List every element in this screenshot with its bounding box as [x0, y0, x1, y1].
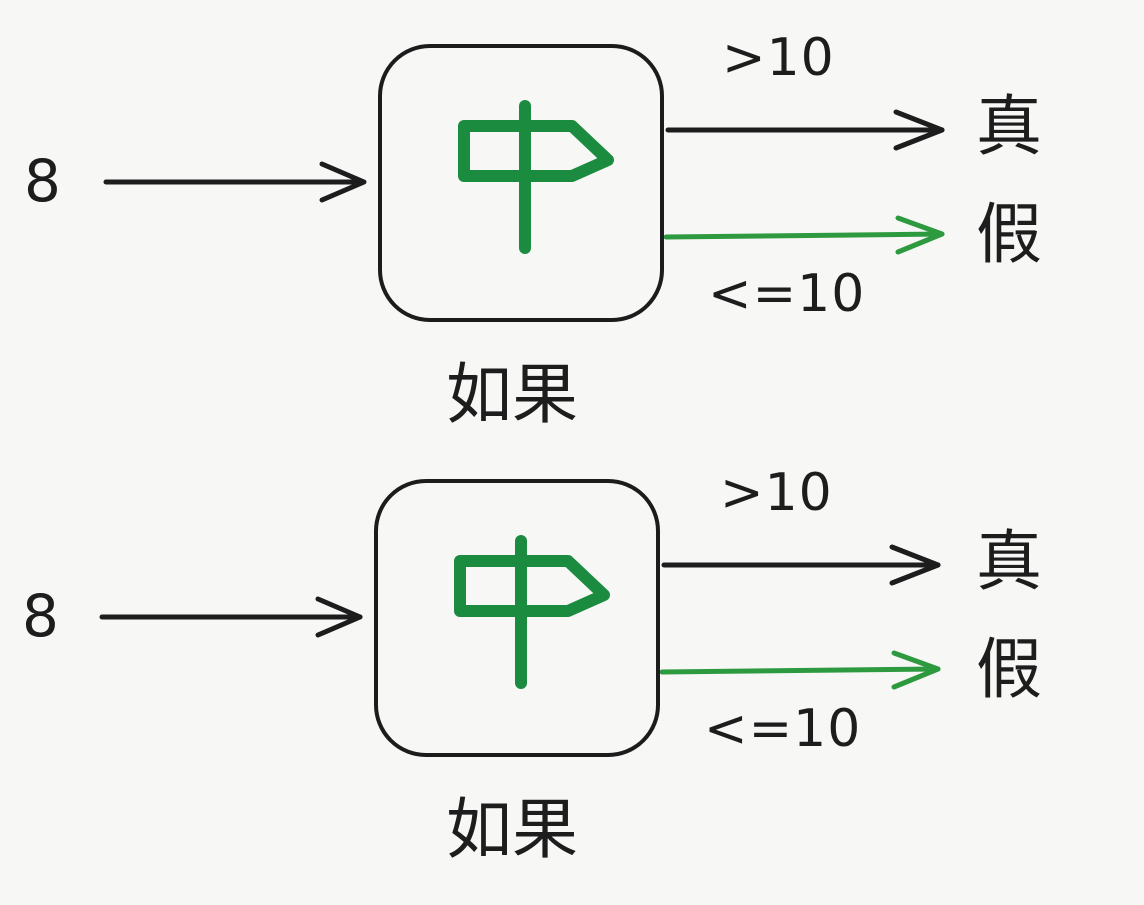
node-label: 如果	[446, 791, 578, 868]
false-branch-arrow	[663, 215, 945, 255]
input-value: 8	[22, 582, 59, 650]
true-output-label: 真	[976, 523, 1042, 600]
signpost-icon	[458, 100, 614, 254]
if-node[interactable]	[374, 479, 660, 757]
connectors	[103, 109, 945, 255]
true-condition-label: >10	[722, 28, 835, 88]
signpost-icon	[454, 535, 610, 689]
input-arrow	[99, 596, 363, 638]
decision-panel-2: 8 >10 <=10 真 假 如果	[0, 435, 1144, 885]
connectors	[99, 544, 941, 690]
decision-panel-1: 8 >10 <=10 真 假 如果	[0, 0, 1144, 450]
input-arrow	[103, 161, 367, 203]
if-node[interactable]	[378, 44, 664, 322]
node-label: 如果	[446, 356, 578, 433]
false-condition-label: <=10	[704, 699, 862, 759]
true-condition-label: >10	[720, 463, 833, 523]
true-branch-arrow	[665, 109, 945, 151]
false-condition-label: <=10	[708, 264, 866, 324]
false-output-label: 假	[976, 631, 1042, 708]
true-branch-arrow	[661, 544, 941, 586]
input-value: 8	[24, 147, 61, 215]
false-branch-arrow	[659, 650, 941, 690]
false-output-label: 假	[976, 196, 1042, 273]
true-output-label: 真	[976, 88, 1042, 165]
